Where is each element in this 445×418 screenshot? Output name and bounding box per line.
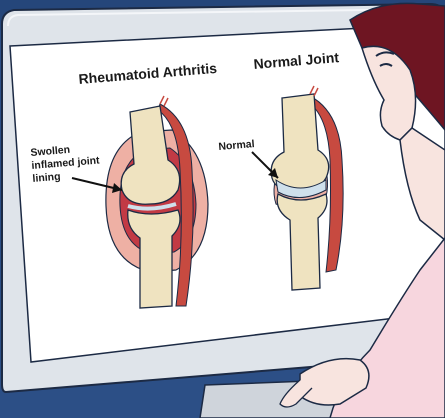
swollen-lining-annotation: Swollen inflamed joint lining bbox=[30, 140, 123, 186]
